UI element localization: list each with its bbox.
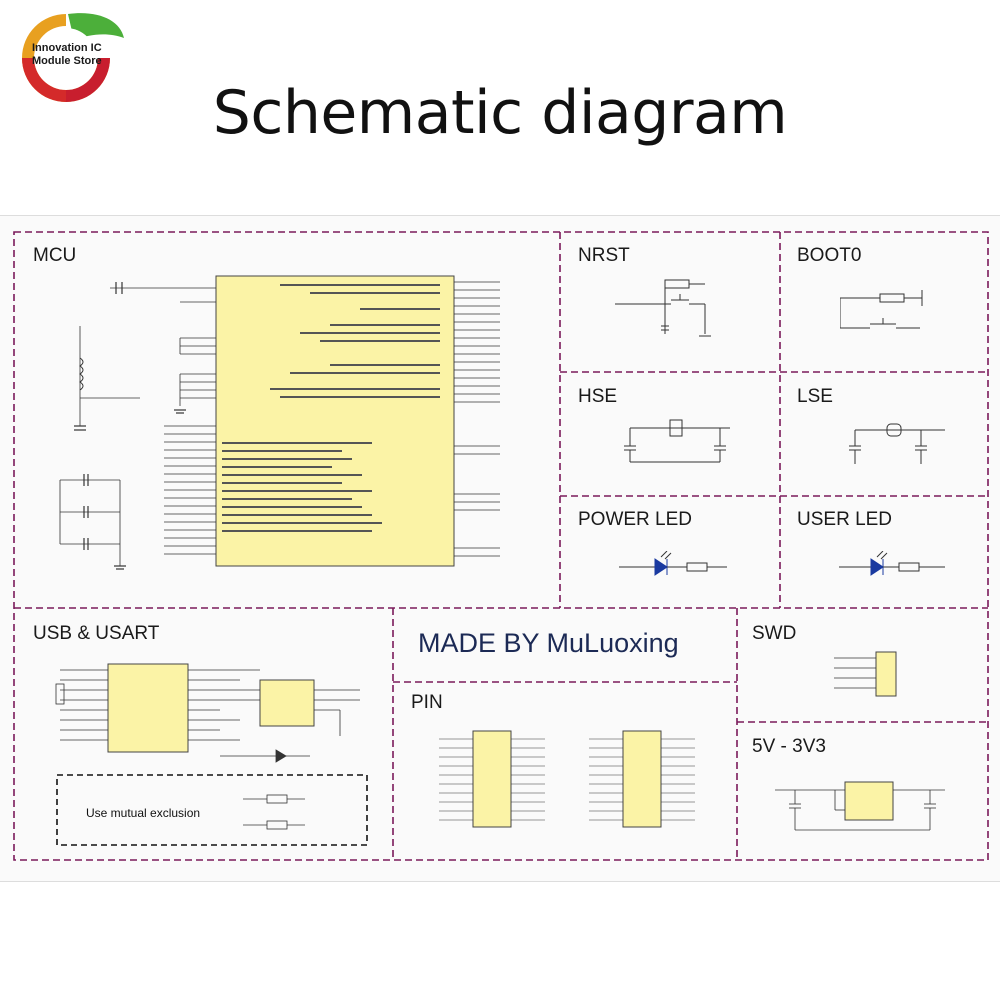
section-title-boot0: BOOT0	[797, 245, 862, 266]
user-led-circuit	[839, 551, 945, 576]
nrst-circuit	[615, 279, 711, 337]
section-title-usb-usart: USB & USART	[33, 623, 160, 644]
section-frames	[13, 231, 989, 861]
section-title-lse: LSE	[797, 386, 833, 407]
brand-line-1: Innovation IC	[32, 42, 102, 54]
made-by-label: MADE BY MuLuoxing	[418, 628, 679, 658]
section-title-mcu: MCU	[33, 245, 77, 266]
swd-connector	[834, 651, 897, 697]
page-title: Schematic diagram	[212, 78, 788, 148]
section-title-user-led: USER LED	[797, 509, 893, 530]
ch340-chip	[259, 679, 315, 727]
power-led-circuit	[619, 551, 727, 576]
pin-header-p1	[589, 730, 695, 828]
regulator-circuit	[775, 781, 945, 831]
usb-connector	[107, 663, 189, 753]
section-title-hse: HSE	[578, 386, 618, 407]
section-title-5v-3v3: 5V - 3V3	[752, 736, 826, 757]
boot0-circuit	[840, 290, 923, 329]
brand-line-2: Module Store	[32, 55, 102, 67]
mutual-exclusion-note: Use mutual exclusion	[86, 806, 201, 820]
lse-circuit	[849, 423, 945, 464]
section-title-swd: SWD	[752, 623, 797, 644]
section-title-power-led: POWER LED	[578, 509, 693, 530]
usb-usart-schematic	[55, 663, 360, 763]
mcu-schematic	[59, 275, 500, 570]
brand-name: Innovation IC Module Store	[32, 42, 102, 68]
hse-circuit	[624, 419, 730, 463]
section-title-nrst: NRST	[578, 245, 630, 266]
schematic-sheet: MCU NRST BOOT0 HSE LSE POWER LED USER LE…	[0, 215, 1000, 882]
brand-logo	[22, 13, 124, 102]
section-title-pin: PIN	[411, 692, 443, 713]
regulator-chip	[844, 781, 894, 821]
mutual-exclusion-box	[56, 774, 368, 846]
pin-header-p2	[439, 730, 545, 828]
